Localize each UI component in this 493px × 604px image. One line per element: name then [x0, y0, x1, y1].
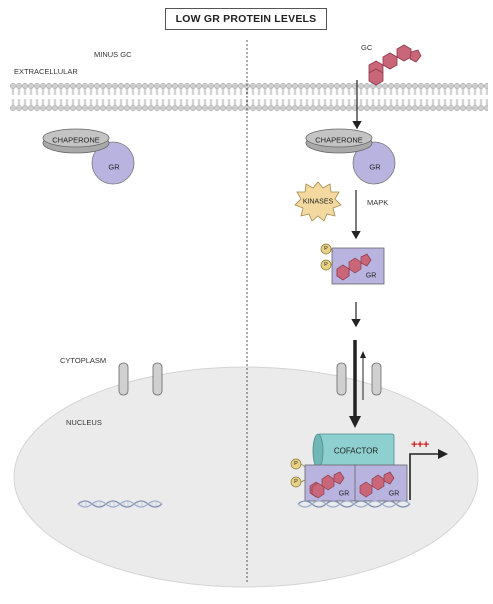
nucleus-body: [13, 366, 479, 588]
label-gr-left: GR: [108, 162, 120, 172]
label-p-upper-2: P: [324, 262, 328, 268]
gr-receptor-right: [352, 141, 396, 185]
label-mapk: MAPK: [367, 198, 389, 207]
page-title: LOW GR PROTEIN LEVELS: [165, 8, 327, 30]
label-gr-phospho: GR: [365, 272, 377, 280]
label-cofactor: COFACTOR: [333, 446, 379, 456]
label-nucleus: NUCLEUS: [66, 418, 102, 427]
label-p-lower-1: P: [294, 461, 298, 467]
kinases-starburst: [294, 181, 342, 222]
label-cytoplasm: CYTOPLASM: [60, 356, 107, 365]
nuclear-pore-left-b: [152, 362, 163, 396]
label-gr-right: GR: [369, 162, 381, 172]
label-p-upper-1: P: [324, 246, 328, 252]
label-p-lower-2: P: [294, 479, 298, 485]
phospho-group-lower: [290, 458, 306, 488]
label-gc: GC: [361, 43, 373, 52]
gc-molecule: [368, 44, 422, 86]
label-chaperone-left: CHAPERONE: [52, 135, 100, 145]
label-transcription-plus: +++: [411, 439, 429, 451]
label-extracellular: EXTRACELLULAR: [14, 67, 78, 76]
dna-right: [297, 500, 411, 508]
phospho-group-upper: [320, 243, 334, 271]
nuclear-pore-right-a: [336, 362, 347, 396]
label-kinases: KINASES: [302, 198, 334, 206]
nuclear-pore-right-b: [371, 362, 382, 396]
nuclear-pore-left-a: [118, 362, 129, 396]
dna-left: [77, 500, 163, 508]
gr-receptor-left: [91, 141, 135, 185]
label-gr-dimer-right: GR: [388, 490, 400, 498]
label-gr-dimer-left: GR: [338, 490, 350, 498]
gc-bound-dimer-right: [359, 471, 395, 498]
gc-bound-in-gr: [336, 253, 372, 281]
label-chaperone-right: CHAPERONE: [315, 135, 363, 145]
label-minus-gc: MINUS GC: [94, 50, 132, 59]
gc-bound-dimer-left: [309, 471, 345, 499]
transcription-arrow: [409, 453, 440, 500]
cell-membrane: [10, 83, 488, 111]
